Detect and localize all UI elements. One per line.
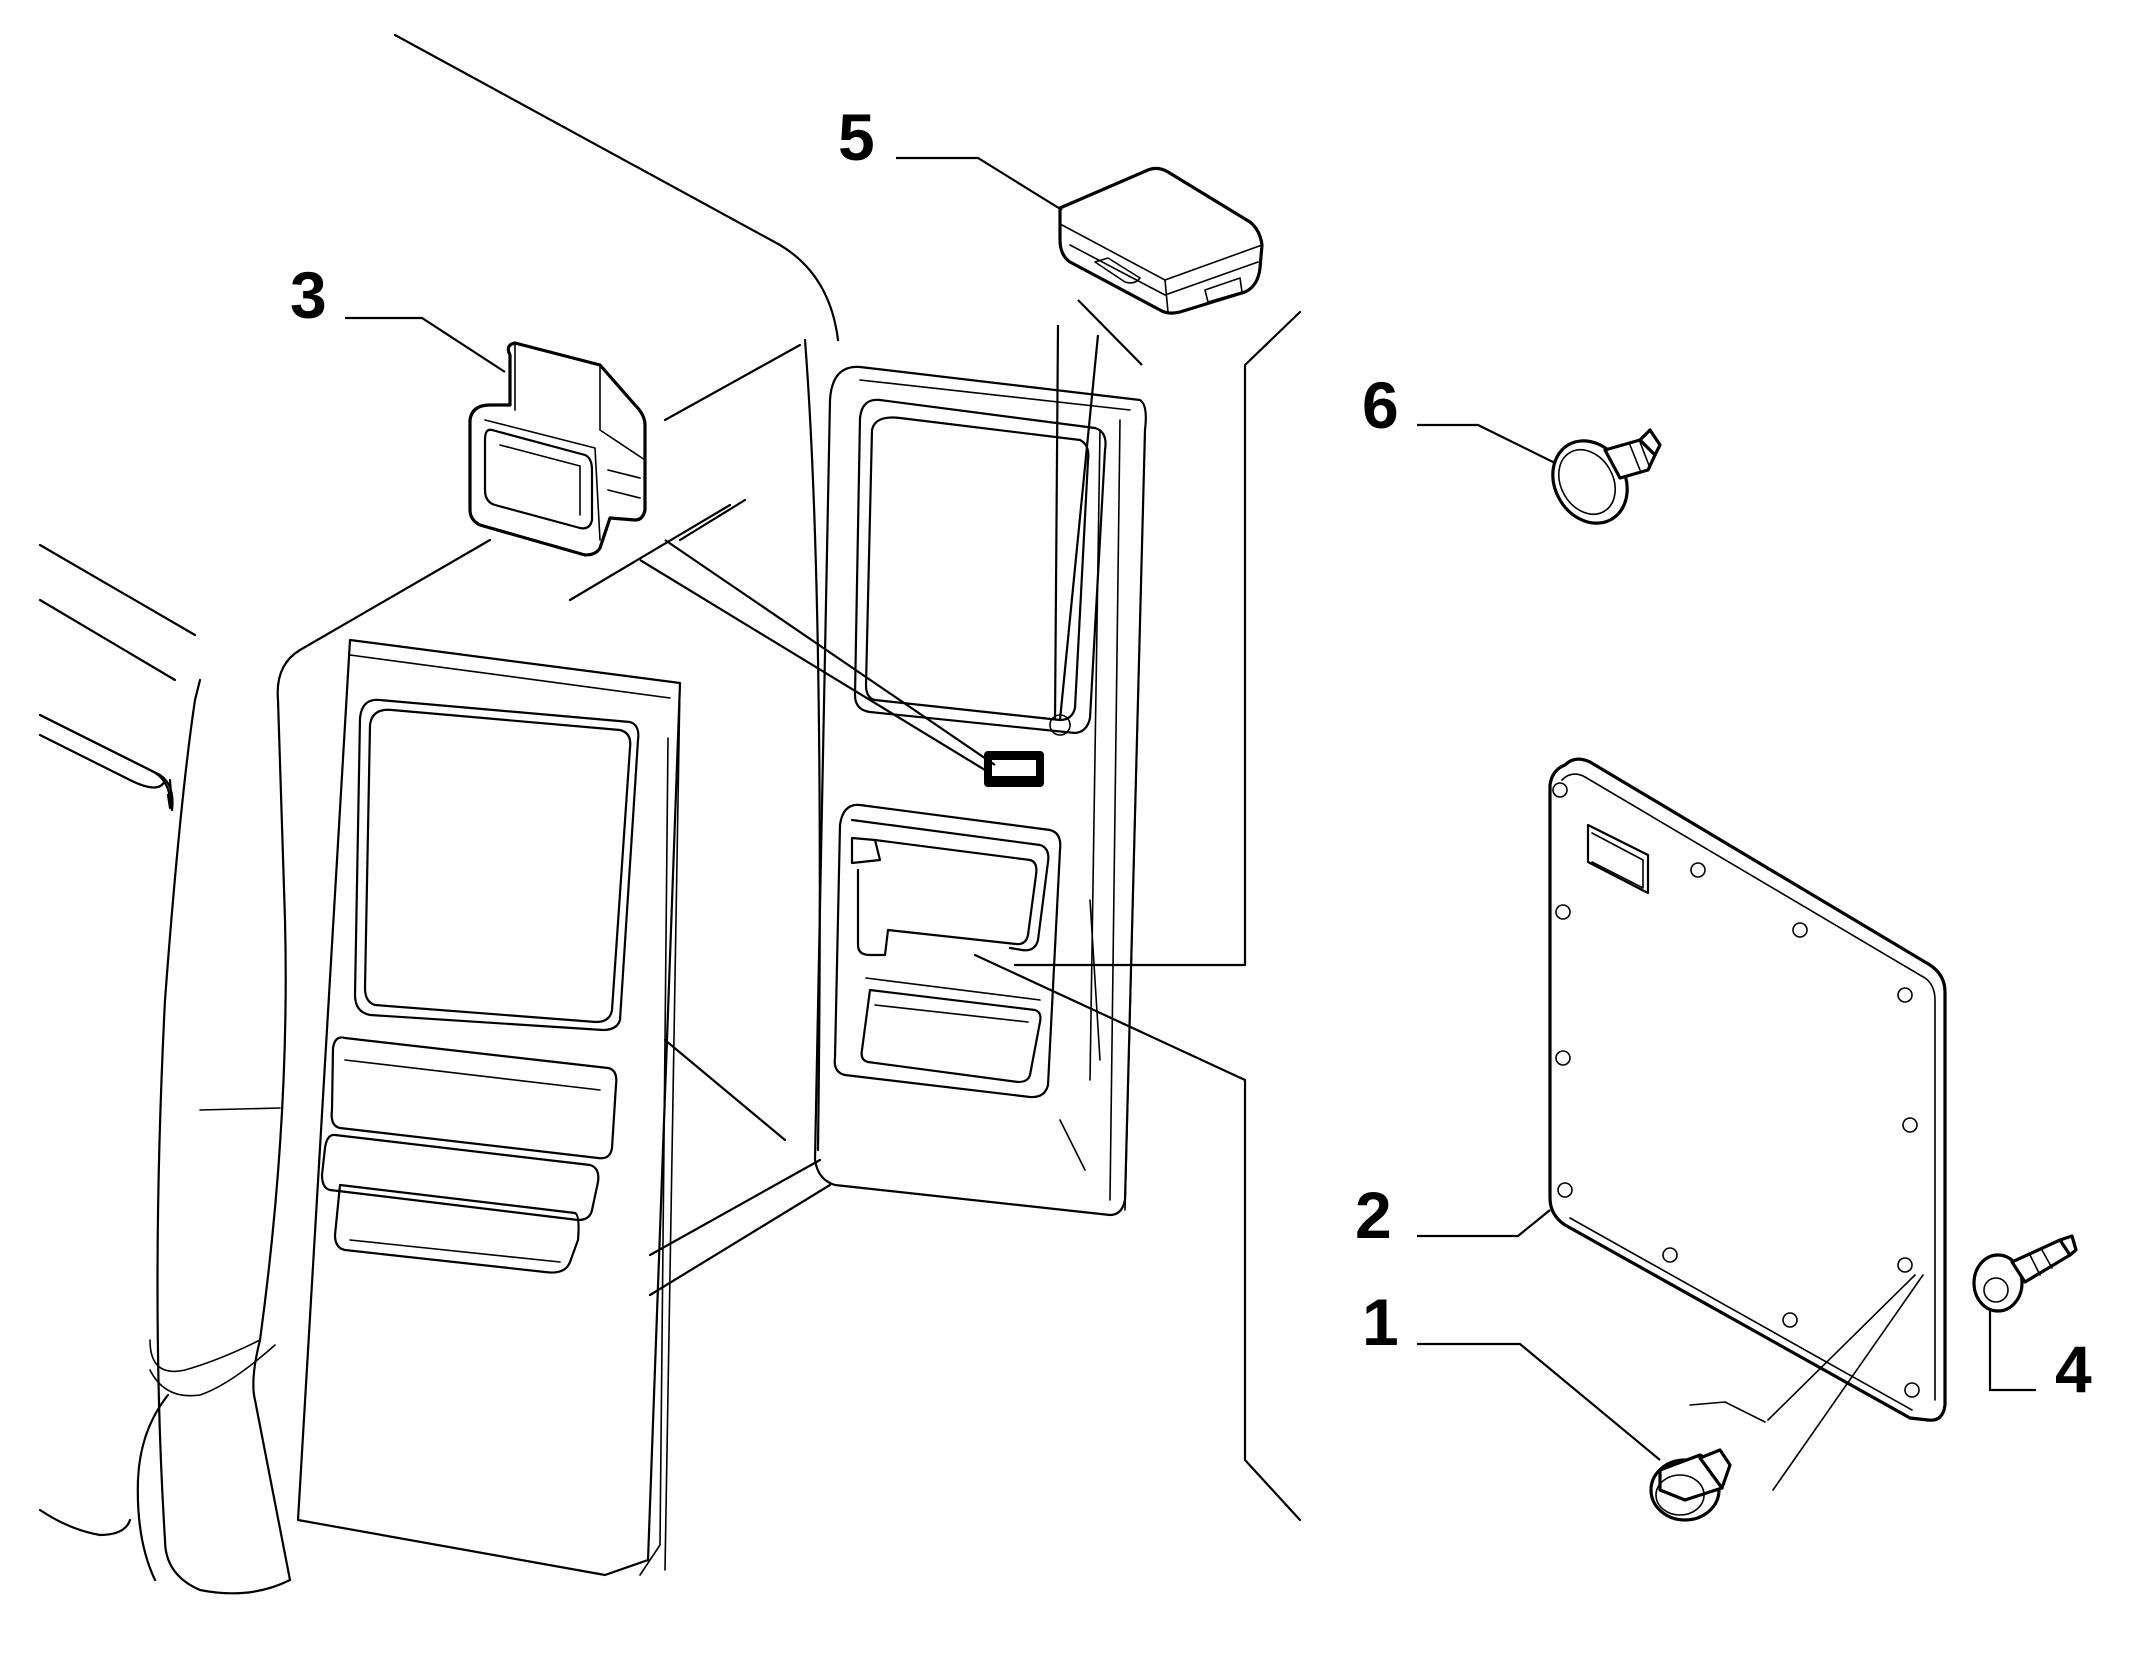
callout-5: 5: [838, 100, 875, 174]
door-handle-slot: [984, 751, 1044, 787]
part-1-push-rivet: [1649, 1274, 1924, 1522]
part-3-handle-bezel: [468, 341, 647, 557]
callout-labels: 1 2 3 4 5 6: [290, 100, 2092, 1406]
callout-1: 1: [1362, 1285, 1399, 1359]
left-rear-door: [296, 638, 682, 1577]
right-rear-door: [813, 365, 1147, 1217]
callout-6: 6: [1362, 368, 1399, 442]
leader-lines: [345, 156, 2036, 1461]
callout-3: 3: [290, 258, 327, 332]
part-6-trim-clip: [1551, 428, 1662, 525]
callout-2: 2: [1355, 1178, 1392, 1252]
part-2-trim-panel: [1548, 757, 1947, 1422]
part-5-cover-cap: [1058, 166, 1264, 315]
van-body-outline: [38, 33, 1302, 1595]
part-4-screw: [1972, 1234, 2078, 1313]
callout-4: 4: [2055, 1332, 2092, 1406]
